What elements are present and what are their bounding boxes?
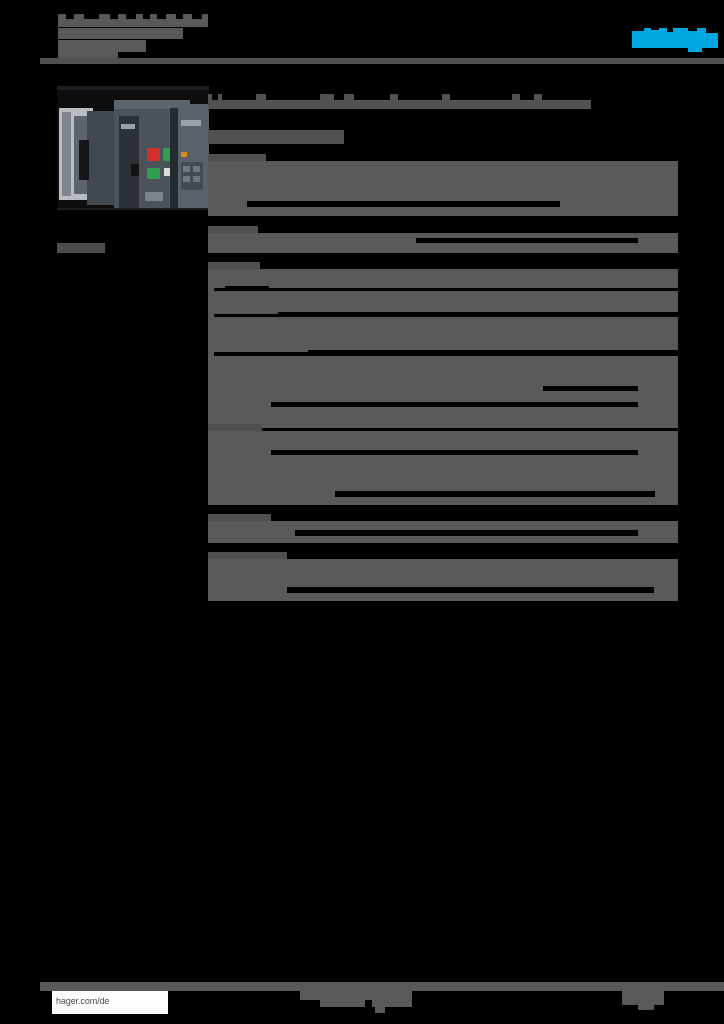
logo-descender xyxy=(688,46,702,52)
section-row xyxy=(208,497,678,505)
row-gap xyxy=(287,587,654,593)
row-marker xyxy=(208,271,214,277)
breaker-notch xyxy=(131,164,139,176)
trip-unit-key xyxy=(183,176,190,182)
title-notch xyxy=(450,94,512,100)
header-divider xyxy=(40,58,724,64)
logo-notch xyxy=(667,26,673,32)
product-caption xyxy=(57,243,105,253)
row-gap xyxy=(225,286,269,291)
row-gap xyxy=(543,386,638,391)
section-row xyxy=(208,407,678,421)
red-indicator xyxy=(147,148,160,161)
header-notch xyxy=(176,14,183,19)
section-row xyxy=(208,593,678,601)
breaker-shadow xyxy=(79,140,89,180)
row-marker xyxy=(208,588,214,594)
footer-right-text xyxy=(622,991,664,1005)
footer-center-text-3 xyxy=(372,991,412,1007)
trip-unit-key xyxy=(183,166,190,172)
header-notch xyxy=(157,14,166,19)
header-notch xyxy=(192,14,202,19)
cradle-rail xyxy=(62,112,71,196)
logo-notch xyxy=(688,26,697,31)
header-notch xyxy=(110,14,118,19)
section-row xyxy=(208,382,678,396)
row-gap xyxy=(308,350,678,356)
value-gap xyxy=(416,238,638,243)
footer-right-text-2 xyxy=(638,1005,654,1010)
section-body xyxy=(208,233,678,253)
section-heading xyxy=(208,226,258,233)
title-notch xyxy=(354,94,390,100)
title-notch xyxy=(266,94,320,100)
page-subtitle xyxy=(208,130,344,144)
header-notch xyxy=(66,14,74,19)
breaker-amber-mark xyxy=(181,152,187,157)
row-marker xyxy=(208,416,214,422)
row-marker xyxy=(208,491,214,497)
row-marker xyxy=(208,314,214,320)
row-gap xyxy=(295,530,638,536)
breaker-label xyxy=(121,124,135,129)
breaker-housing-top xyxy=(114,100,190,109)
row-marker xyxy=(208,286,214,292)
trip-unit-key xyxy=(193,176,200,182)
row-marker xyxy=(208,352,214,358)
document-header xyxy=(40,0,724,72)
breaker-nameplate xyxy=(145,192,163,201)
row-marker xyxy=(208,400,214,406)
value-gap xyxy=(247,201,560,207)
row-marker xyxy=(208,531,214,537)
trip-unit-key xyxy=(193,166,200,172)
footer-center-text xyxy=(300,991,400,1000)
header-title-line-3 xyxy=(58,40,146,52)
breaker-brand-text xyxy=(181,120,201,126)
header-notch xyxy=(84,14,99,19)
logo-notch xyxy=(706,26,718,33)
header-title-line-2 xyxy=(58,28,183,39)
section-row xyxy=(208,269,678,288)
hager-wordmark xyxy=(632,28,718,48)
section-heading xyxy=(208,424,262,431)
breaker-divider xyxy=(170,108,178,208)
row-gap xyxy=(271,450,638,455)
breaker-front-slot xyxy=(119,116,139,208)
row-marker xyxy=(208,203,214,209)
footer-divider xyxy=(40,982,724,991)
section-row xyxy=(208,317,678,352)
header-title-line-4 xyxy=(58,52,118,59)
title-notch xyxy=(398,94,442,100)
title-notch xyxy=(542,94,591,100)
green-indicator-lower xyxy=(147,168,160,179)
section-heading xyxy=(208,154,266,161)
header-notch xyxy=(126,14,136,19)
row-gap xyxy=(271,402,638,407)
product-photo xyxy=(57,86,209,210)
logo-notch xyxy=(651,26,659,30)
title-notch xyxy=(520,94,534,100)
footer-center-text-2 xyxy=(320,1000,365,1007)
section-heading xyxy=(208,262,260,269)
breaker-side-plate xyxy=(87,111,115,205)
section-heading xyxy=(208,514,271,521)
row-marker xyxy=(208,384,214,390)
header-notch xyxy=(143,14,150,19)
section-heading xyxy=(208,552,287,559)
footer-url-box xyxy=(52,991,168,1014)
hager-logo xyxy=(632,26,718,52)
row-marker xyxy=(208,452,214,458)
footer-url[interactable]: hager.com/de xyxy=(56,996,110,1006)
row-marker xyxy=(208,241,214,247)
section-row xyxy=(208,291,678,314)
title-notch xyxy=(222,94,256,100)
section-body xyxy=(208,213,678,216)
title-notch xyxy=(334,94,344,100)
logo-notch xyxy=(632,26,644,31)
row-gap xyxy=(278,312,678,317)
row-gap xyxy=(335,491,655,497)
footer-center-mark xyxy=(375,1007,385,1013)
title-notch xyxy=(212,94,218,100)
